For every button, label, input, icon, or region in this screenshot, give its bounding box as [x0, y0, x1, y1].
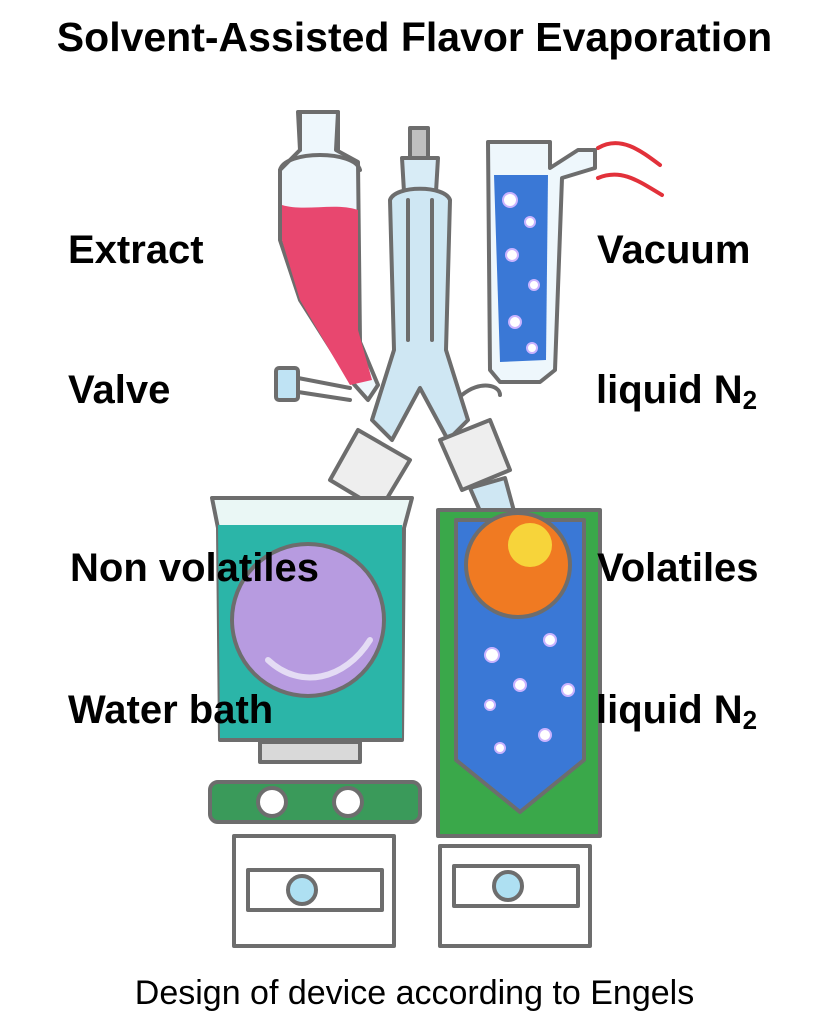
distillation-head [370, 126, 470, 442]
non-volatiles-flask [230, 542, 386, 698]
label-liquid-n2-top-subscript: 2 [742, 385, 758, 415]
valve-stopcock [274, 366, 352, 402]
diagram-title: Solvent-Assisted Flavor Evaporation [56, 14, 773, 60]
label-liquid-n2-bottom: liquid N2 [596, 688, 757, 736]
label-non-volatiles: Non volatiles [70, 546, 319, 590]
label-liquid-n2-bottom-text: liquid N [596, 688, 743, 732]
label-extract: Extract [68, 228, 204, 272]
label-liquid-n2-top: liquid N2 [596, 368, 757, 416]
vacuum-hose [596, 141, 664, 197]
extract-funnel [278, 110, 380, 402]
label-liquid-n2-bottom-subscript: 2 [742, 705, 758, 735]
label-volatiles: Volatiles [597, 546, 759, 590]
label-valve: Valve [68, 368, 171, 412]
label-liquid-n2-top-text: liquid N [596, 368, 743, 412]
label-vacuum: Vacuum [597, 228, 751, 272]
diagram-caption: Design of device according to Engels [134, 974, 695, 1012]
label-water-bath: Water bath [68, 688, 274, 732]
left-hot-plate [208, 740, 422, 948]
volatiles-flask [464, 511, 572, 619]
right-stand [438, 844, 592, 948]
cold-trap [460, 140, 597, 397]
